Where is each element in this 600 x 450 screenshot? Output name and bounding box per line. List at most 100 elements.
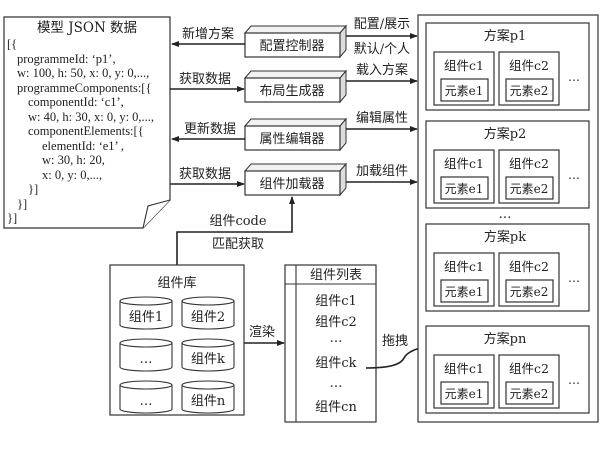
library-title: 组件库	[157, 275, 196, 291]
arrow-label: 组件code	[209, 214, 266, 229]
cylinder-top	[181, 338, 235, 348]
library-item[interactable]: 组件n	[181, 380, 235, 414]
arrow-label: 获取数据	[179, 72, 231, 87]
cylinder-top	[119, 380, 173, 390]
element-label: 元素e2	[510, 182, 549, 196]
scheme-title: 方案pn	[484, 331, 527, 347]
component-label: 组件c2	[509, 58, 549, 73]
component-list-item[interactable]: 组件ck	[315, 356, 356, 371]
cylinder-top	[119, 338, 173, 348]
arrow-match-fetch	[176, 196, 295, 265]
cylinder-top	[181, 380, 235, 390]
element-label: 元素e2	[510, 387, 549, 401]
library-item-label: 组件k	[191, 352, 225, 367]
cylinder-icon	[181, 385, 235, 414]
json-line: w: 100, h: 50, x: 0, y: 0,...,	[17, 66, 149, 80]
scheme-panel: 方案p1组件c1元素e1组件c2元素e2…方案p2组件c1元素e1组件c2元素e…	[417, 14, 599, 423]
cylinder-top	[181, 296, 235, 306]
json-document: 模型 JSON 数据 [{ programmeId: ‘p1’, w: 100,…	[3, 16, 171, 229]
module-config-controller: 配置控制器	[243, 24, 348, 59]
module-layout-generator: 布局生成器	[243, 69, 348, 104]
scheme-component[interactable]: 组件c2 元素e2	[498, 252, 560, 307]
library-item-label: …	[140, 394, 153, 409]
element-label: 元素e1	[445, 84, 484, 98]
library-item[interactable]: 组件2	[181, 296, 235, 330]
library-item[interactable]: 组件k	[181, 338, 235, 372]
component-list-item[interactable]: 组件cn	[315, 400, 357, 415]
library-item-label: 组件n	[191, 394, 226, 409]
arrow-label: 载入方案	[356, 62, 408, 78]
cylinder-icon	[181, 343, 235, 372]
json-line: }]	[7, 211, 17, 225]
component-label: 组件c2	[509, 156, 549, 171]
library-item[interactable]: 组件1	[119, 296, 173, 330]
component-ellipsis: …	[568, 168, 580, 182]
library-item-label: 组件2	[191, 310, 225, 325]
module-property-editor: 属性编辑器	[243, 117, 348, 152]
json-line: }]	[28, 182, 38, 196]
component-list-ellipsis: …	[330, 376, 343, 391]
component-list-item[interactable]: 组件c2	[315, 315, 357, 330]
component-list: 组件列表 组件c1 组件c2 … 组件ck … 组件cn	[284, 264, 377, 423]
element-label: 元素e2	[510, 285, 549, 299]
json-line: w: 40, h: 30, x: 0, y: 0,...,	[28, 110, 154, 124]
library-item-label: …	[140, 352, 153, 367]
scheme-component[interactable]: 组件c1 元素e1	[433, 51, 495, 106]
scheme-component[interactable]: 组件c2 元素e2	[498, 149, 560, 204]
component-ellipsis: …	[568, 70, 580, 84]
cylinder-top	[119, 296, 173, 306]
json-line: programmeComponents:[{	[17, 81, 151, 95]
cylinder-icon	[119, 301, 173, 330]
module-label: 配置控制器	[259, 39, 324, 54]
page-fold	[142, 199, 171, 229]
module-label: 布局生成器	[259, 84, 324, 99]
component-library: 组件库 组件1 组件2 … 组件k … 组件n	[109, 264, 245, 416]
arrow-label: 新增方案	[182, 26, 234, 42]
json-line: componentId: ‘c1’,	[28, 95, 124, 109]
cylinder-icon	[119, 385, 173, 414]
scheme-title: 方案p1	[484, 28, 527, 44]
arrow-label: 配置/展示	[354, 17, 410, 32]
component-label: 组件c1	[444, 58, 484, 73]
scheme-box: 方案pn 组件c1元素e1组件c2元素e2 …	[425, 325, 590, 414]
json-line: x: 0, y: 0,...,	[42, 168, 102, 182]
json-line: [{	[7, 37, 17, 51]
component-label: 组件c1	[444, 259, 484, 274]
json-line: }]	[17, 197, 27, 211]
element-label: 元素e1	[445, 285, 484, 299]
component-ellipsis: …	[568, 271, 580, 285]
json-line: w: 30, h: 20,	[42, 153, 105, 167]
arrow-label: 匹配获取	[212, 237, 264, 252]
library-item[interactable]: …	[119, 338, 173, 372]
component-ellipsis: …	[568, 373, 580, 387]
component-label: 组件c2	[509, 259, 549, 274]
library-item-label: 组件1	[129, 310, 163, 325]
json-line: elementId: ‘e1’ ,	[42, 139, 124, 153]
scheme-title: 方案pk	[484, 229, 526, 245]
arrow-label: 获取数据	[179, 167, 231, 182]
arrow-label: 渲染	[249, 325, 275, 340]
cylinder-icon	[119, 343, 173, 372]
element-label: 元素e1	[445, 387, 484, 401]
module-label: 属性编辑器	[259, 132, 324, 147]
json-title: 模型 JSON 数据	[37, 20, 137, 36]
scheme-title: 方案p2	[484, 126, 527, 142]
json-line: programmeId: ‘p1’,	[17, 52, 116, 66]
arrow-label: 更新数据	[184, 121, 236, 137]
library-item[interactable]: …	[119, 380, 173, 414]
cylinder-icon	[181, 301, 235, 330]
element-label: 元素e2	[510, 84, 549, 98]
module-label: 组件加载器	[259, 177, 324, 192]
scheme-component[interactable]: 组件c2 元素e2	[498, 51, 560, 106]
module-component-loader: 组件加载器	[243, 162, 348, 197]
component-list-item[interactable]: 组件c1	[315, 294, 357, 309]
arrow-label: 拖拽	[382, 334, 408, 349]
scheme-component[interactable]: 组件c1 元素e1	[433, 252, 495, 307]
component-label: 组件c1	[444, 156, 484, 171]
